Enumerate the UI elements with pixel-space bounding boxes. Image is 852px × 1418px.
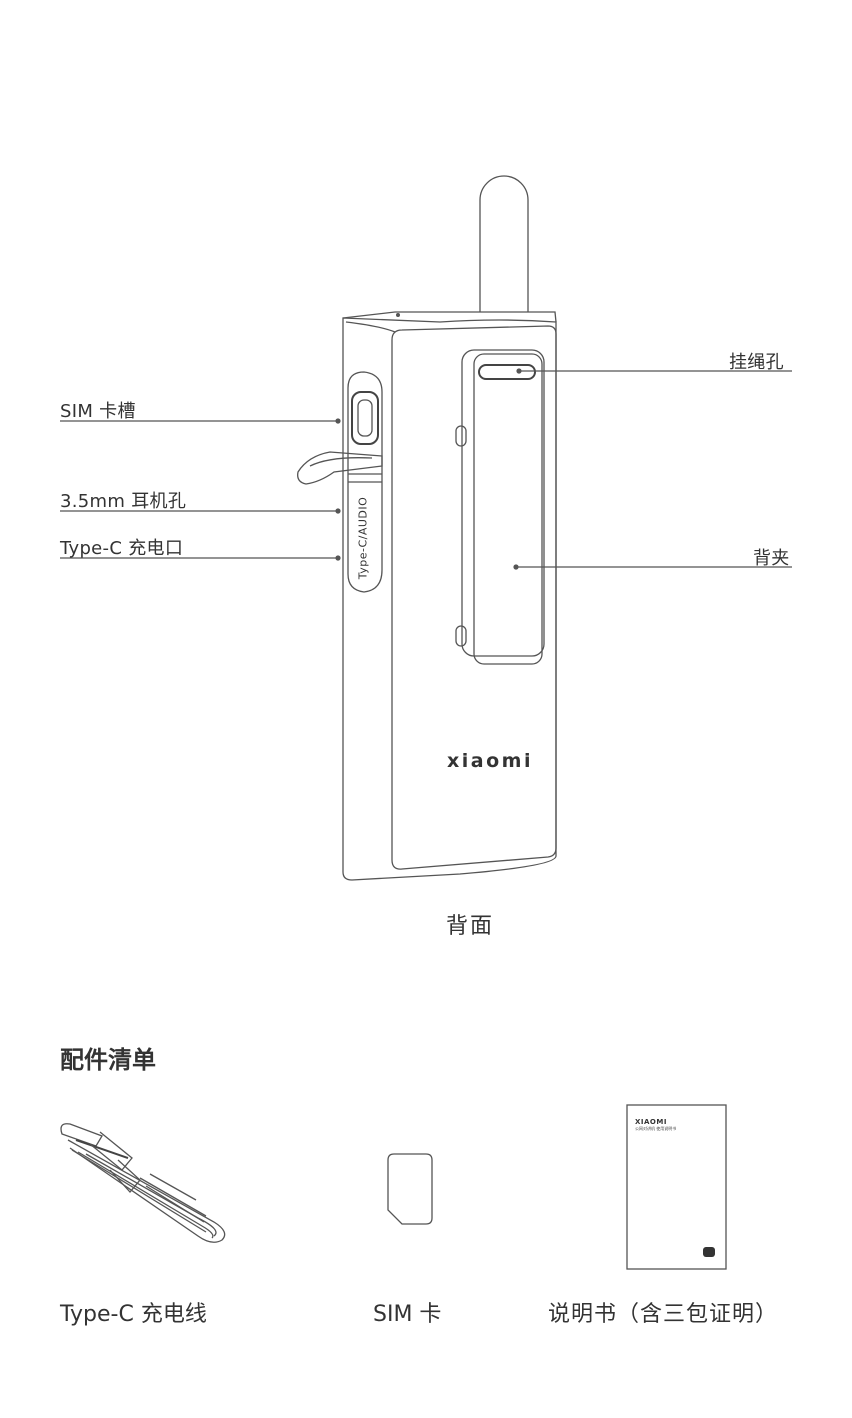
callout-usb-c-port: Type-C 充电口 [60, 538, 184, 559]
back-clip [473, 353, 543, 665]
back-panel [391, 325, 557, 870]
accessories-title: 配件清单 [60, 1046, 156, 1074]
sim-tray [351, 391, 379, 445]
port-engraving: Type-C/AUDIO [356, 496, 370, 580]
lanyard-hole [478, 364, 536, 380]
antenna [479, 175, 529, 312]
sim-card-drawing [387, 1153, 433, 1225]
device-body-outline [342, 317, 557, 881]
callout-sim-slot: SIM 卡槽 [60, 401, 136, 422]
callout-back-clip: 背夹 [753, 548, 790, 569]
view-caption: 背面 [446, 914, 495, 939]
port-flap [297, 451, 383, 485]
manual-booklet-drawing [626, 1104, 727, 1270]
usb-c-cable-drawing [60, 1123, 226, 1243]
accessory-label-sim-card: SIM 卡 [373, 1302, 442, 1327]
manual-cover-subtitle: 公网对讲机 使用说明书 [635, 1126, 677, 1131]
callout-lanyard-hole: 挂绳孔 [729, 352, 784, 373]
xiaomi-logo: xiaomi [447, 750, 533, 772]
mi-logo-icon [703, 1247, 715, 1257]
accessory-label-manual: 说明书（含三包证明） [548, 1302, 779, 1327]
accessory-label-cable: Type-C 充电线 [60, 1302, 207, 1327]
callout-headphone-jack: 3.5mm 耳机孔 [60, 491, 187, 512]
device-top-edge [342, 311, 557, 323]
manual-cover-brand: XIAOMI [635, 1118, 667, 1126]
back-clip-outer [461, 349, 545, 657]
side-port-cover [347, 371, 383, 593]
